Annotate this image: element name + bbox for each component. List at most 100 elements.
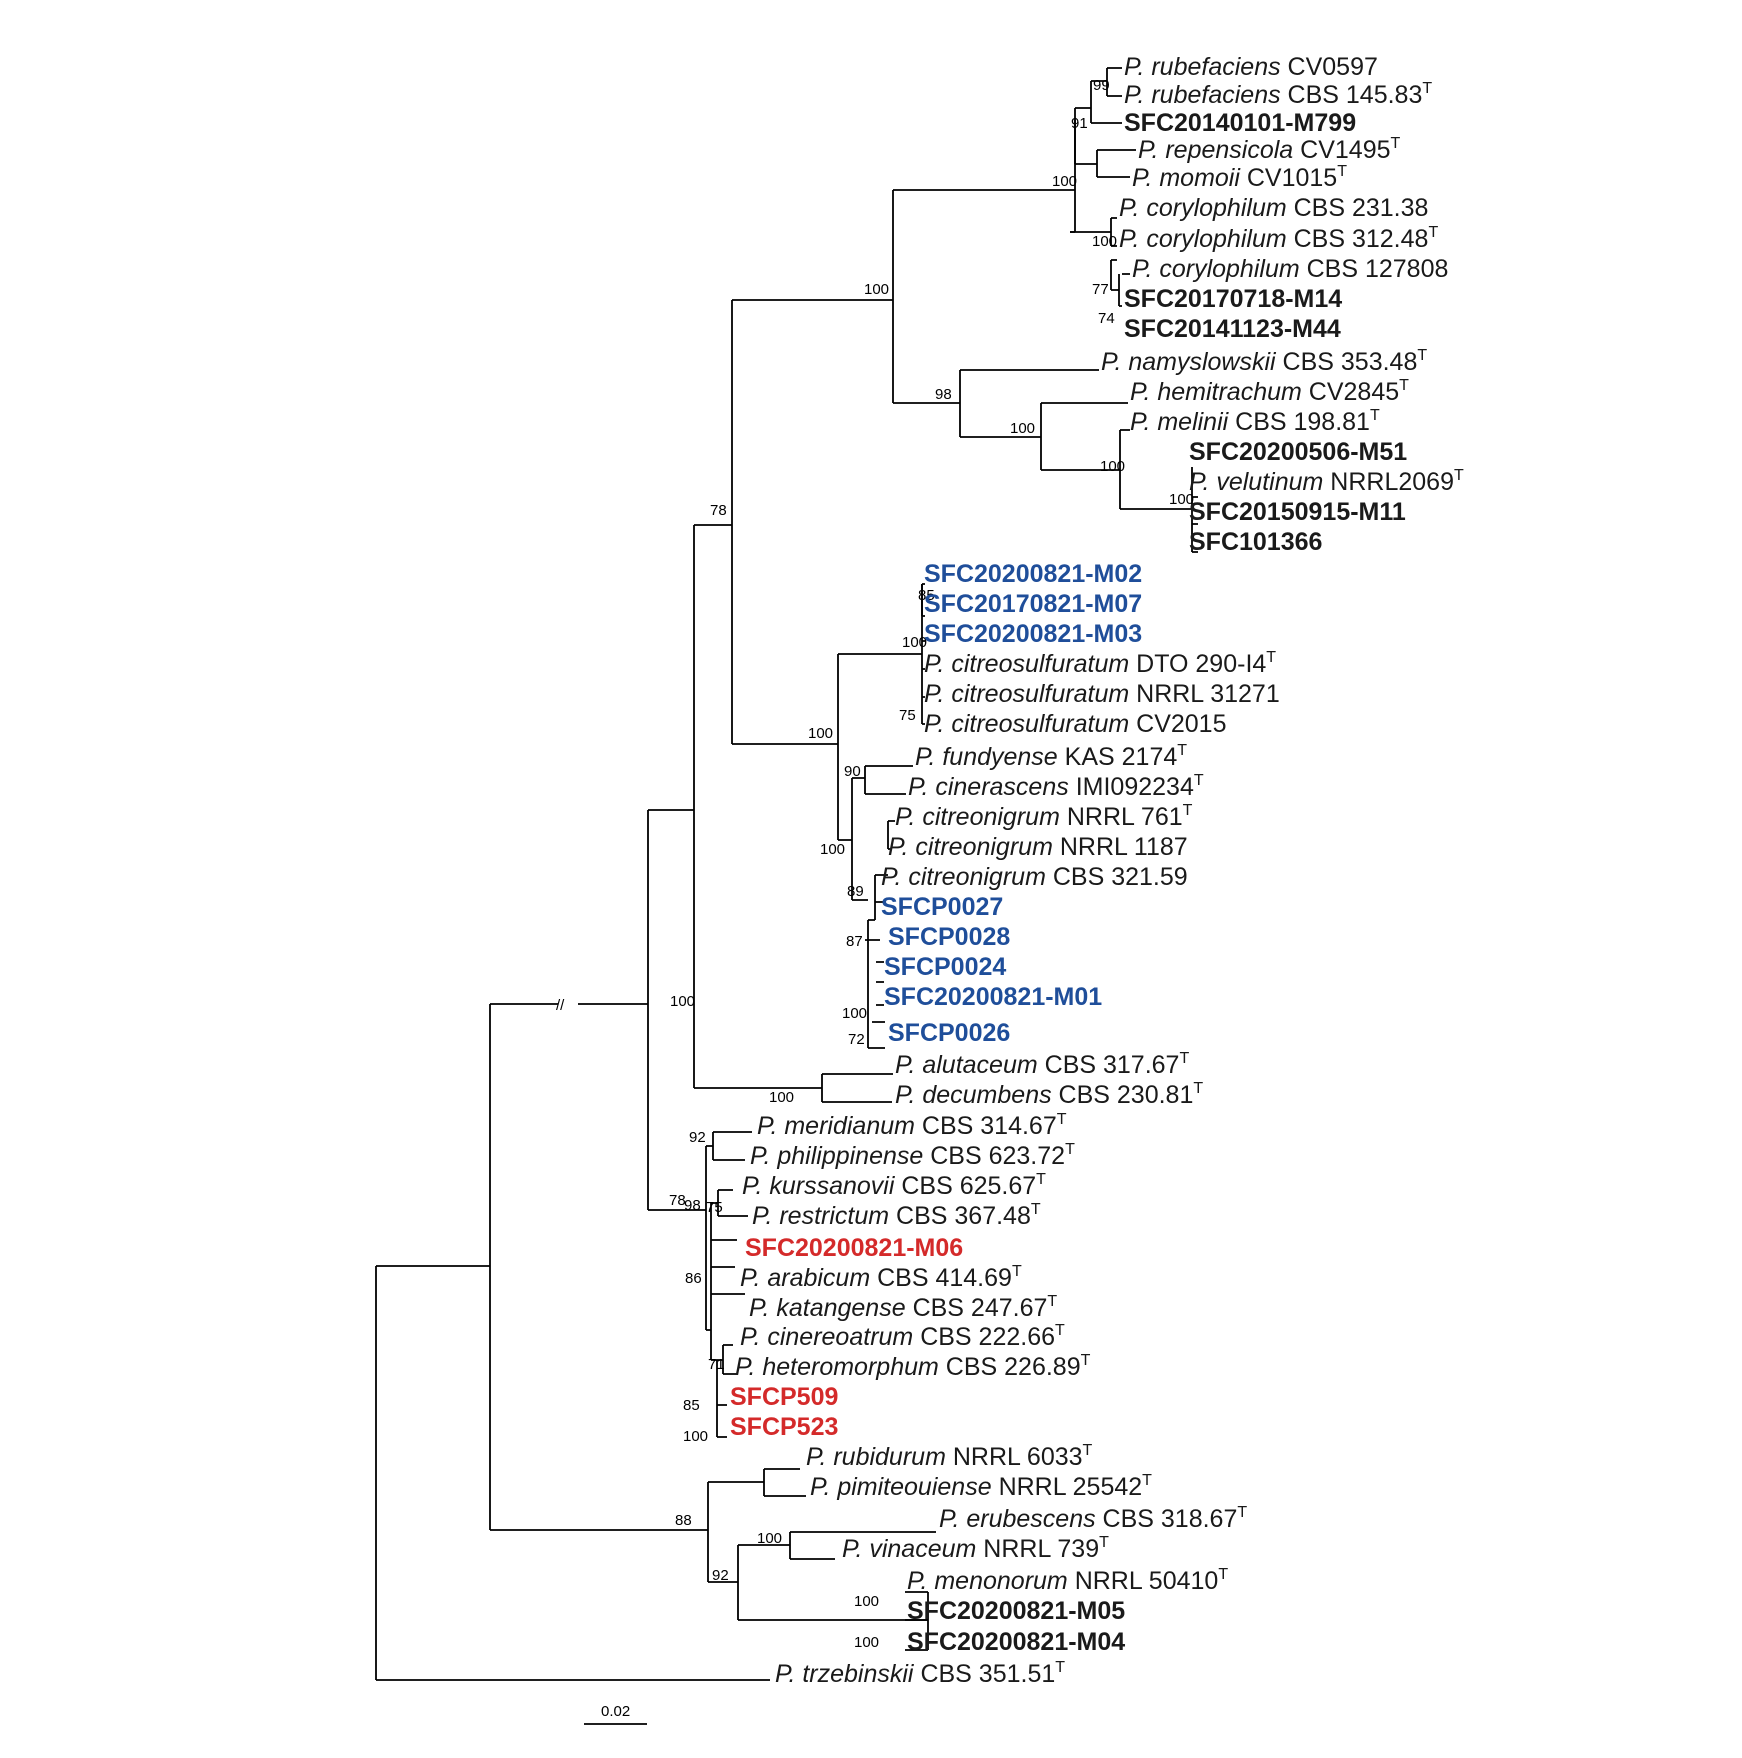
bootstrap-value: 100 xyxy=(864,281,889,298)
species-name: P. corylophilum xyxy=(1119,194,1294,222)
taxon-label: SFCP0028 xyxy=(888,923,1010,951)
type-strain-marker: T xyxy=(1055,1322,1065,1339)
taxon-label: SFC20141123-M44 xyxy=(1124,315,1341,343)
taxon-label: P. erubescens CBS 318.67T xyxy=(939,1504,1247,1533)
strain-id: SFC20200821-M01 xyxy=(884,983,1102,1011)
bootstrap-value: 85 xyxy=(918,587,935,604)
type-strain-marker: T xyxy=(1099,1534,1109,1551)
strain-id: SFCP509 xyxy=(730,1383,838,1411)
strain-id: SFCP523 xyxy=(730,1413,838,1441)
type-strain-marker: T xyxy=(1237,1504,1247,1521)
strain-id: CV2015 xyxy=(1136,710,1226,738)
bootstrap-value: 100 xyxy=(854,1593,879,1610)
taxon-label: SFC20170821-M07 xyxy=(924,590,1142,618)
species-name: P. katangense xyxy=(749,1294,913,1322)
strain-id: IMI092234 xyxy=(1076,773,1194,801)
type-strain-marker: T xyxy=(1177,742,1187,759)
type-strain-marker: T xyxy=(1194,772,1204,789)
strain-id: SFC20150915-M11 xyxy=(1189,498,1406,526)
type-strain-marker: T xyxy=(1370,407,1380,424)
taxon-label: P. citreosulfuratum DTO 290-I4T xyxy=(924,649,1276,678)
species-name: P. alutaceum xyxy=(895,1051,1045,1079)
taxon-label: SFC20200506-M51 xyxy=(1189,438,1407,466)
strain-id: SFC20200821-M02 xyxy=(924,560,1142,588)
bootstrap-value: 78 xyxy=(710,502,727,519)
taxon-label: P. citreosulfuratum CV2015 xyxy=(924,710,1227,738)
species-name: P. namyslowskii xyxy=(1101,348,1283,376)
taxon-label: SFC20170718-M14 xyxy=(1124,285,1342,313)
taxon-label: SFCP0027 xyxy=(881,893,1003,921)
type-strain-marker: T xyxy=(1218,1566,1228,1583)
species-name: P. decumbens xyxy=(895,1081,1059,1109)
bootstrap-value: 78 xyxy=(669,1192,686,1209)
taxon-label: P. trzebinskii CBS 351.51T xyxy=(775,1659,1065,1688)
type-strain-marker: T xyxy=(1183,802,1193,819)
type-strain-marker: T xyxy=(1337,163,1347,180)
strain-id: SFCP0028 xyxy=(888,923,1010,951)
strain-id: CBS 414.69 xyxy=(877,1264,1012,1292)
taxon-label: P. rubefaciens CBS 145.83T xyxy=(1124,80,1432,109)
bootstrap-value: 86 xyxy=(685,1270,702,1287)
type-strain-marker: T xyxy=(1399,377,1409,394)
type-strain-marker: T xyxy=(1036,1171,1046,1188)
taxon-label: P. rubidurum NRRL 6033T xyxy=(806,1442,1093,1471)
strain-id: CBS 222.66 xyxy=(920,1323,1055,1351)
type-strain-marker: T xyxy=(1012,1263,1022,1280)
strain-id: SFC20200821-M05 xyxy=(907,1597,1125,1625)
bootstrap-value: 100 xyxy=(902,634,927,651)
bootstrap-value: 74 xyxy=(1098,310,1115,327)
taxon-label: SFC20200821-M04 xyxy=(907,1628,1125,1656)
type-strain-marker: T xyxy=(1179,1050,1189,1067)
taxon-label: P. cinerascens IMI092234T xyxy=(908,772,1204,801)
species-name: P. repensicola xyxy=(1138,136,1300,164)
species-name: P. citreosulfuratum xyxy=(924,710,1136,738)
bootstrap-value: 100 xyxy=(1010,420,1035,437)
strain-id: SFC20200506-M51 xyxy=(1189,438,1407,466)
type-strain-marker: T xyxy=(1428,224,1438,241)
taxon-label: P. vinaceum NRRL 739T xyxy=(842,1534,1109,1563)
strain-id: NRRL 25542 xyxy=(999,1473,1143,1501)
species-name: P. melinii xyxy=(1130,408,1235,436)
species-name: P. fundyense xyxy=(915,743,1065,771)
strain-id: NRRL 739 xyxy=(983,1535,1099,1563)
species-name: P. menonorum xyxy=(907,1567,1075,1595)
species-name: P. momoii xyxy=(1132,164,1247,192)
species-name: P. vinaceum xyxy=(842,1535,983,1563)
strain-id: CV2845 xyxy=(1309,378,1399,406)
taxon-label: P. momoii CV1015T xyxy=(1132,163,1347,192)
species-name: P. kurssanovii xyxy=(742,1172,901,1200)
type-strain-marker: T xyxy=(1422,80,1432,97)
taxon-label: P. kurssanovii CBS 625.67T xyxy=(742,1171,1046,1200)
strain-id: SFC20200821-M04 xyxy=(907,1628,1125,1656)
type-strain-marker: T xyxy=(1417,347,1427,364)
bootstrap-value: 100 xyxy=(854,1634,879,1651)
bootstrap-value: 100 xyxy=(1092,233,1117,250)
type-strain-marker: T xyxy=(1083,1442,1093,1459)
strain-id: CBS 351.51 xyxy=(920,1660,1055,1688)
species-name: P. cinerascens xyxy=(908,773,1076,801)
species-name: P. cinereoatrum xyxy=(740,1323,920,1351)
taxon-label: P. philippinense CBS 623.72T xyxy=(750,1141,1075,1170)
species-name: P. citreosulfuratum xyxy=(924,680,1136,708)
taxon-label: SFCP523 xyxy=(730,1413,838,1441)
strain-id: KAS 2174 xyxy=(1065,743,1178,771)
strain-id: NRRL 761 xyxy=(1067,803,1183,831)
species-name: P. citreonigrum xyxy=(895,803,1067,831)
bootstrap-values: 9991100100777410098100100100788510075100… xyxy=(669,77,1194,1651)
taxon-label: SFCP0024 xyxy=(884,953,1006,981)
type-strain-marker: T xyxy=(1391,135,1401,152)
strain-id: CBS 226.89 xyxy=(946,1353,1081,1381)
strain-id: CV1015 xyxy=(1247,164,1337,192)
species-name: P. corylophilum xyxy=(1119,225,1294,253)
type-strain-marker: T xyxy=(1454,467,1464,484)
taxon-label: SFC20200821-M05 xyxy=(907,1597,1125,1625)
bootstrap-value: 87 xyxy=(846,933,863,950)
taxon-label: P. alutaceum CBS 317.67T xyxy=(895,1050,1189,1079)
strain-id: NRRL2069 xyxy=(1330,468,1454,496)
strain-id: CBS 353.48 xyxy=(1283,348,1418,376)
bootstrap-value: 91 xyxy=(1071,115,1088,132)
strain-id: SFC20170821-M07 xyxy=(924,590,1142,618)
taxon-label: P. arabicum CBS 414.69T xyxy=(740,1263,1022,1292)
species-name: P. philippinense xyxy=(750,1142,930,1170)
